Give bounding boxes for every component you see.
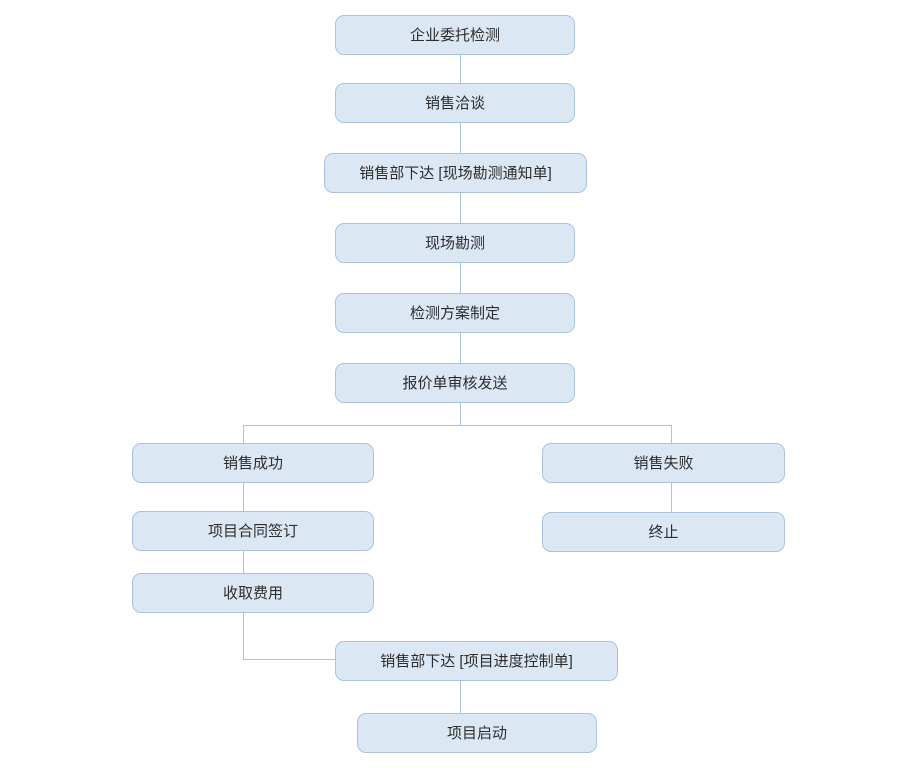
node-quotation-review-send: 报价单审核发送	[335, 363, 575, 403]
node-site-survey: 现场勘测	[335, 223, 575, 263]
node-label: 项目启动	[446, 724, 507, 742]
connector-n2-n3	[460, 123, 461, 153]
node-label: 收取费用	[222, 584, 283, 602]
connector-n11-n12-horizontal	[243, 659, 335, 660]
node-sales-dept-issue-site-survey-notice: 销售部下达 [现场勘测通知单]	[324, 153, 587, 193]
node-enterprise-commissioned-testing: 企业委托检测	[335, 15, 575, 55]
connector-branch-n8	[671, 425, 672, 443]
connector-n3-n4	[460, 193, 461, 223]
node-label: 销售洽谈	[424, 94, 485, 112]
node-label: 销售失败	[633, 454, 694, 472]
connector-n4-n5	[460, 263, 461, 293]
connector-n8-n10	[671, 483, 672, 512]
node-project-start: 项目启动	[357, 713, 597, 753]
node-label: 报价单审核发送	[402, 374, 508, 392]
connector-n12-n13	[460, 681, 461, 713]
node-label: 终止	[648, 523, 679, 541]
node-label: 检测方案制定	[409, 304, 500, 322]
node-label: 现场勘测	[424, 234, 485, 252]
node-project-contract-signing: 项目合同签订	[132, 511, 374, 551]
connector-n7-n9	[243, 483, 244, 511]
connector-branch-n7	[243, 425, 244, 443]
connector-n9-n11	[243, 551, 244, 573]
connector-n5-n6	[460, 333, 461, 363]
node-sales-success: 销售成功	[132, 443, 374, 483]
node-label: 销售成功	[222, 454, 283, 472]
node-fee-collection: 收取费用	[132, 573, 374, 613]
node-sales-dept-issue-progress-control: 销售部下达 [项目进度控制单]	[335, 641, 618, 681]
node-label: 销售部下达 [现场勘测通知单]	[359, 164, 552, 182]
connector-n6-branch-stem	[460, 403, 461, 425]
node-testing-plan-formulation: 检测方案制定	[335, 293, 575, 333]
node-label: 企业委托检测	[409, 26, 500, 44]
connector-n11-elbow-vertical	[243, 613, 244, 660]
node-sales-negotiation: 销售洽谈	[335, 83, 575, 123]
node-sales-failure: 销售失败	[542, 443, 785, 483]
connector-branch-horizontal	[243, 425, 672, 426]
node-termination: 终止	[542, 512, 785, 552]
node-label: 项目合同签订	[207, 522, 298, 540]
connector-n1-n2	[460, 55, 461, 83]
node-label: 销售部下达 [项目进度控制单]	[380, 652, 573, 670]
